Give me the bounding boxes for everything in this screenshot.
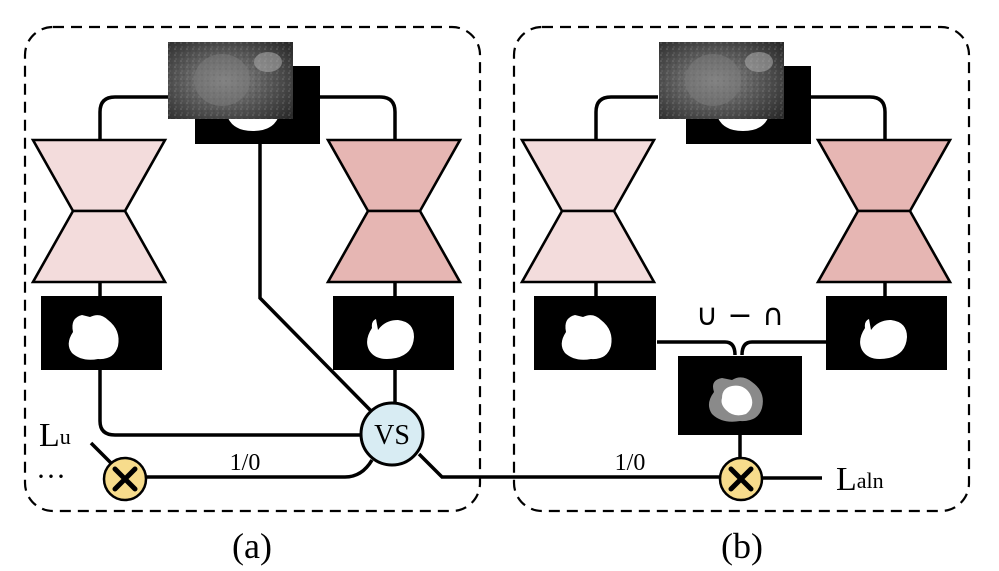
loss-label-b: Laln	[836, 461, 884, 498]
caption-b: (b)	[721, 526, 763, 566]
multiply-node-a	[102, 456, 148, 502]
network-student-b	[519, 138, 657, 284]
panel-a-connectors	[89, 95, 725, 479]
panel-b-connectors	[594, 95, 887, 480]
switch-label-b: 1/0	[615, 450, 646, 476]
disagreement-map	[678, 356, 802, 435]
multiply-node-b	[718, 456, 764, 502]
ellipsis-a: ···	[36, 460, 66, 493]
set-ops-label: ∪ − ∩	[696, 298, 784, 333]
loss-label-a: Lu	[39, 417, 71, 454]
panel-a: 1/0 Lu ··· VS (a)	[23, 25, 725, 566]
voting-node: VS	[359, 401, 425, 467]
prediction-mask-right-a	[333, 296, 454, 370]
prediction-mask-left-a	[41, 296, 162, 370]
ct-image-stack-b	[659, 42, 811, 144]
network-student-a	[30, 138, 168, 284]
loss-subscript-a: u	[60, 424, 71, 449]
voting-node-label: VS	[374, 420, 410, 451]
ct-image-stack-a	[168, 42, 320, 144]
loss-subscript-b: aln	[857, 468, 884, 493]
panel-b-frame	[512, 25, 971, 513]
network-teacher-a	[325, 138, 463, 284]
panel-b: ∪ − ∩ 1/0 Laln (b)	[512, 25, 971, 566]
switch-label-a: 1/0	[230, 450, 261, 476]
prediction-mask-right-b	[826, 296, 947, 370]
caption-a: (a)	[232, 526, 272, 566]
network-teacher-b	[815, 138, 953, 284]
prediction-mask-left-b	[534, 296, 656, 370]
panel-a-frame	[23, 25, 482, 513]
